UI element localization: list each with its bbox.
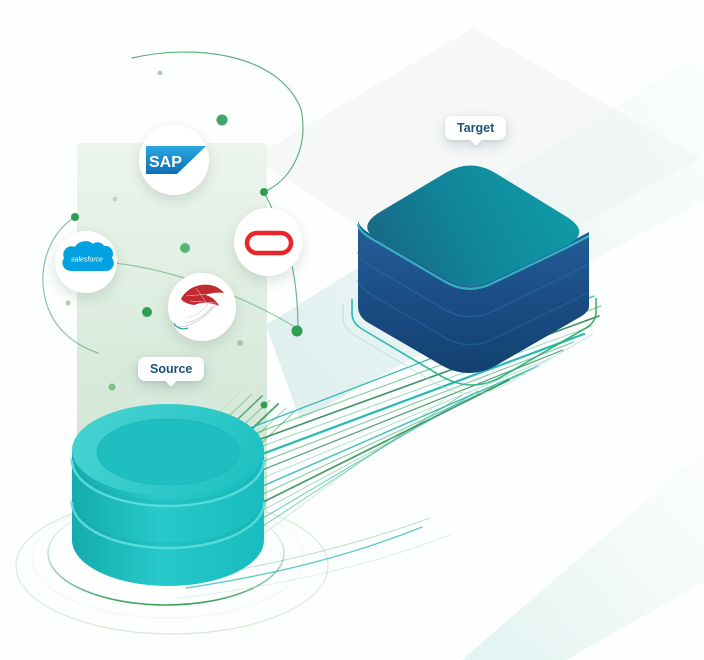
sql-server-logo-badge — [168, 273, 236, 341]
cylinder-disc-edge — [70, 501, 266, 550]
cube-layer-stripe — [357, 279, 590, 346]
sql-server-badge-circle — [168, 273, 236, 341]
background-teal-band-lower — [462, 450, 704, 660]
salesforce-logo-text: salesforce — [71, 257, 103, 264]
oracle-logo-badge — [234, 208, 302, 276]
source-callout-label: Source — [138, 357, 205, 381]
background-diamond-plane — [252, 28, 700, 292]
cube-layer-stripe — [357, 251, 590, 318]
salesforce-logo-badge: salesforce — [55, 231, 117, 293]
source-cylinder — [69, 404, 267, 586]
oracle-logo-icon — [244, 230, 294, 256]
sap-logo-text: SAP — [149, 154, 182, 171]
cube-teal-rim — [356, 223, 590, 290]
cube-side-faces — [358, 220, 589, 373]
target-cube — [356, 165, 590, 373]
salesforce-logo-icon: salesforce — [62, 241, 114, 271]
cylinder-top-inset — [97, 419, 239, 485]
sap-logo-icon: SAP — [146, 146, 206, 174]
cube-base-outline — [342, 298, 597, 394]
cylinder-disc-edge — [70, 459, 266, 508]
decor-dots — [65, 70, 303, 409]
source-label-text: Source — [150, 362, 193, 376]
cube-top-face — [367, 165, 580, 287]
oracle-badge-circle — [234, 208, 302, 276]
target-callout-label: Target — [445, 116, 507, 140]
target-label-text: Target — [457, 121, 495, 135]
sql-server-logo-icon — [171, 284, 224, 330]
sap-logo-badge: SAP — [139, 125, 209, 195]
logo-badges: SAP salesforce — [55, 125, 302, 341]
